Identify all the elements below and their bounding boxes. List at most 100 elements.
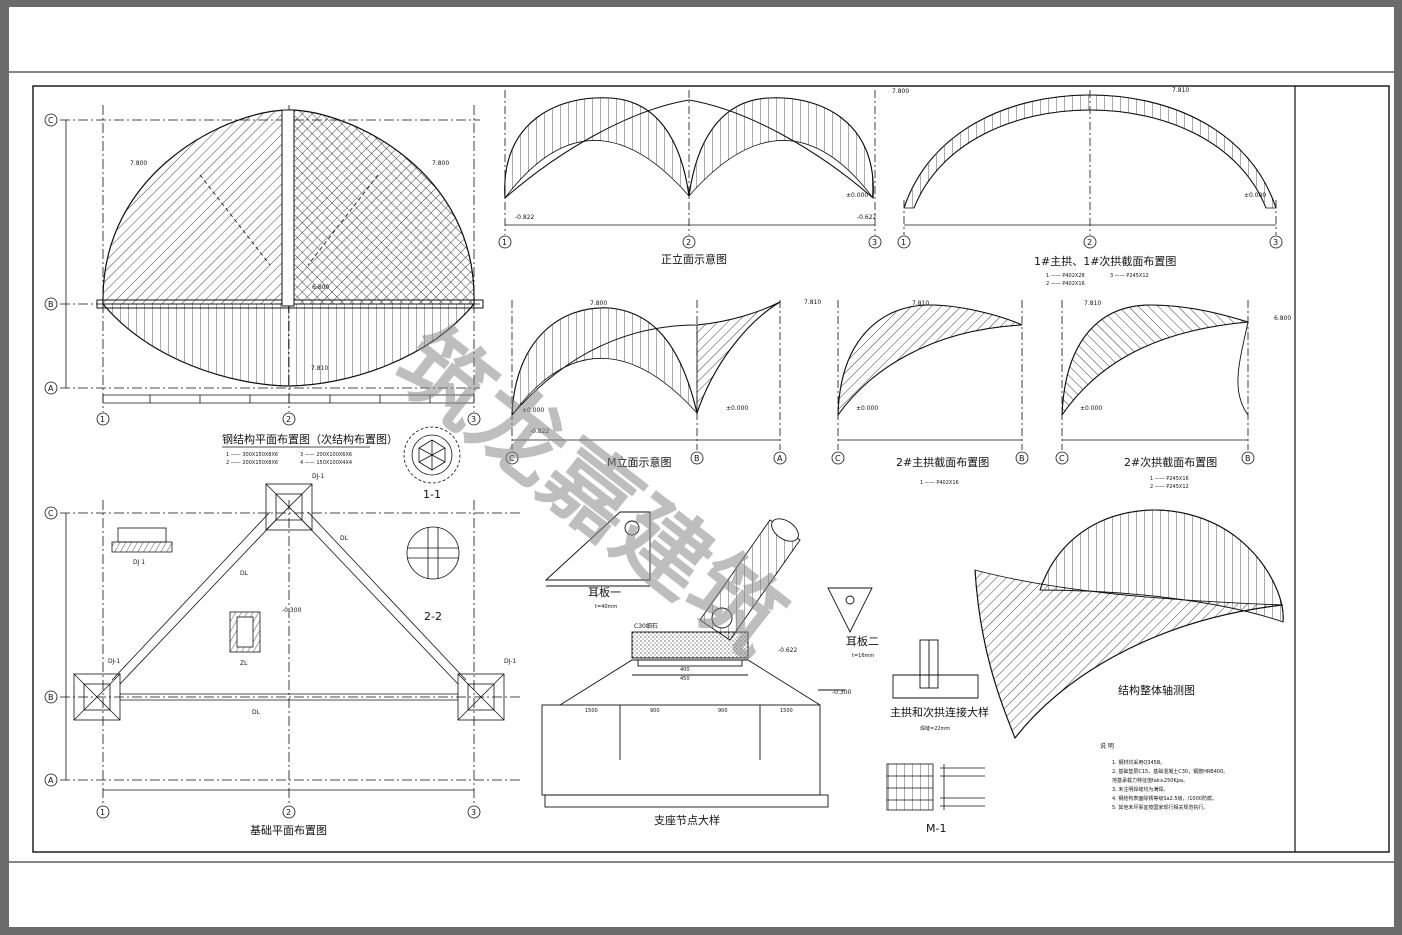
front-right-elev: ±0.000 bbox=[846, 192, 868, 199]
plan-elev-mid: 6.800 bbox=[312, 284, 329, 291]
notes-item-6: 5. 其他未尽事宜按国家现行相关规范执行。 bbox=[1112, 804, 1208, 811]
plan-axis-2: 2 bbox=[286, 415, 291, 424]
section-1-1 bbox=[403, 426, 461, 484]
arch2-sec-legend-1: 1 —— P245X16 bbox=[1150, 476, 1189, 482]
support-dim-1: 400 bbox=[680, 667, 690, 673]
arch2-sec-top: 7.810 bbox=[1084, 300, 1101, 307]
support-node bbox=[541, 518, 845, 808]
plan-axis-b: B bbox=[48, 300, 54, 309]
plate-two-thick: t=16mm bbox=[852, 653, 874, 659]
found-dj1-top: DJ-1 bbox=[312, 473, 324, 480]
plate-one-title: 耳板一 bbox=[588, 585, 621, 599]
plan-legend-1: 1 —— 300X150X8X6 bbox=[226, 452, 278, 458]
notes-item-2: 2. 基础垫层C15，基础混凝土C30，钢筋HRB400。 bbox=[1112, 768, 1228, 775]
front-axis-3: 3 bbox=[872, 238, 877, 247]
found-dl-3: DL bbox=[340, 535, 349, 542]
front-right-low: -0.622 bbox=[857, 214, 877, 221]
plan-axis-1: 1 bbox=[100, 415, 105, 424]
plan-legend-4: 4 —— 150X100X4X4 bbox=[300, 460, 352, 466]
found-dl-2: DL bbox=[252, 709, 261, 716]
joint-detail bbox=[892, 639, 979, 699]
arch-axis-1: 1 bbox=[901, 238, 906, 247]
plan-axis-3: 3 bbox=[471, 415, 476, 424]
arch-top-elev: 7.810 bbox=[1172, 87, 1189, 94]
support-title: 支座节点大样 bbox=[654, 813, 720, 827]
front-elevation bbox=[498, 90, 882, 249]
arch2-sec-axis-b: B bbox=[1245, 454, 1251, 463]
arch2-sec-title: 2#次拱截面布置图 bbox=[1124, 455, 1217, 469]
support-concrete: C30细石 bbox=[634, 622, 658, 630]
notes: 说 明 1. 钢材均采用Q345B。 2. 基础垫层C15，基础混凝土C30，钢… bbox=[1100, 742, 1228, 811]
support-dim-4: 900 bbox=[650, 708, 660, 714]
arch2-main-top: 7.810 bbox=[912, 300, 929, 307]
arch-legend-2: 2 —— P402X16 bbox=[1046, 281, 1085, 287]
arch2-main-labels: C B 7.810 ±0.000 2#主拱截面布置图 1 —— P402X16 bbox=[835, 300, 1025, 486]
m-top-elev: 7.800 bbox=[590, 300, 607, 307]
plan-elev-right: 7.800 bbox=[432, 160, 449, 167]
notes-item-5: 4. 钢结构表面除锈等级Sa2.5级，/1000防腐。 bbox=[1112, 795, 1217, 802]
arch-axis-2: 2 bbox=[1087, 238, 1092, 247]
foundation-labels: C B A 1 2 3 DJ-1 DJ-1 DJ-1 DL DL DL ZL D… bbox=[48, 473, 516, 837]
m-elevation-title: M立面示意图 bbox=[607, 455, 672, 469]
axonometric-view bbox=[974, 509, 1284, 740]
lug-plate-two bbox=[827, 587, 873, 634]
plan-elev-bottom: 7.810 bbox=[311, 365, 328, 372]
section-1-1-title: 1-1 bbox=[423, 488, 441, 501]
m-low: -0.822 bbox=[530, 428, 550, 435]
found-axis-a: A bbox=[48, 776, 54, 785]
arch2-secondary-labels: C B 7.810 6.800 ±0.000 2#次拱截面布置图 1 —— P2… bbox=[1059, 300, 1291, 490]
plan-legend-3: 3 —— 200X100X6X6 bbox=[300, 452, 352, 458]
m-elevation bbox=[505, 300, 787, 465]
section-2-2-title: 2-2 bbox=[424, 610, 442, 623]
m-axis-b: B bbox=[694, 454, 700, 463]
front-left-elev: -0.822 bbox=[515, 214, 535, 221]
arch2-main-title: 2#主拱截面布置图 bbox=[896, 455, 989, 469]
plan-axis-c: C bbox=[48, 116, 54, 125]
arch2-sec-ground: ±0.000 bbox=[1080, 405, 1102, 412]
arch2-main-ground: ±0.000 bbox=[856, 405, 878, 412]
section-2-2 bbox=[406, 526, 460, 580]
support-dim-3: 1500 bbox=[585, 708, 598, 714]
found-elev: -0.300 bbox=[282, 607, 302, 614]
found-dl-1: DL bbox=[240, 570, 249, 577]
m-right-top: 7.810 bbox=[804, 299, 821, 306]
m-elevation-labels: C B A 7.800 7.810 ±0.000 ±0.000 -0.822 M… bbox=[509, 299, 821, 469]
notes-title: 说 明 bbox=[1100, 742, 1114, 750]
arch2-main-axis-c: C bbox=[835, 454, 841, 463]
m-ground: ±0.000 bbox=[522, 407, 544, 414]
found-axis-2: 2 bbox=[286, 808, 291, 817]
support-dim-2: 450 bbox=[680, 676, 690, 682]
front-elevation-labels: 1 2 3 7.800 ±0.000 -0.822 -0.622 正立面示意图 bbox=[502, 88, 909, 266]
arch-axis-3: 3 bbox=[1273, 238, 1278, 247]
joint-title: 主拱和次拱连接大样 bbox=[890, 705, 989, 719]
arch-legend-3: 3 —— P245X12 bbox=[1110, 273, 1149, 279]
m1-detail bbox=[886, 763, 985, 811]
plan-labels: C B A 1 2 3 7.800 7.800 6.800 7.810 钢结构平… bbox=[48, 116, 476, 466]
support-elev: -0.622 bbox=[778, 647, 798, 654]
front-elevation-title: 正立面示意图 bbox=[661, 252, 727, 266]
support-labels: C30细石 -0.622 -0.300 400 450 1500 900 900… bbox=[585, 622, 852, 827]
front-top-elev: 7.800 bbox=[892, 88, 909, 95]
arch2-sec-axis-c: C bbox=[1059, 454, 1065, 463]
support-dim-5: 900 bbox=[718, 708, 728, 714]
foundation-title: 基础平面布置图 bbox=[250, 824, 327, 837]
m-axis-c: C bbox=[509, 454, 515, 463]
found-dj1-left: DJ-1 bbox=[108, 658, 120, 665]
found-axis-3: 3 bbox=[471, 808, 476, 817]
notes-item-3: 地基承载力特征值fak≥250Kpa。 bbox=[1112, 777, 1188, 784]
joint-weld: 焊缝=22mm bbox=[920, 725, 950, 732]
arch2-sec-legend-2: 2 —— P245X12 bbox=[1150, 484, 1189, 490]
arch2-secondary bbox=[1055, 300, 1255, 465]
arch-right-elev: ±0.000 bbox=[1244, 192, 1266, 199]
m1-title: M-1 bbox=[926, 822, 946, 835]
found-axis-c: C bbox=[48, 509, 54, 518]
arch-section-plan bbox=[897, 90, 1283, 249]
plan-legend-2: 2 —— 200X150X8X6 bbox=[226, 460, 278, 466]
found-dj: DJ 1 bbox=[133, 559, 145, 566]
found-zl: ZL bbox=[240, 660, 248, 667]
plate-one-thick: t=40mm bbox=[595, 604, 617, 610]
front-axis-2: 2 bbox=[686, 238, 691, 247]
front-axis-1: 1 bbox=[502, 238, 507, 247]
found-axis-1: 1 bbox=[100, 808, 105, 817]
